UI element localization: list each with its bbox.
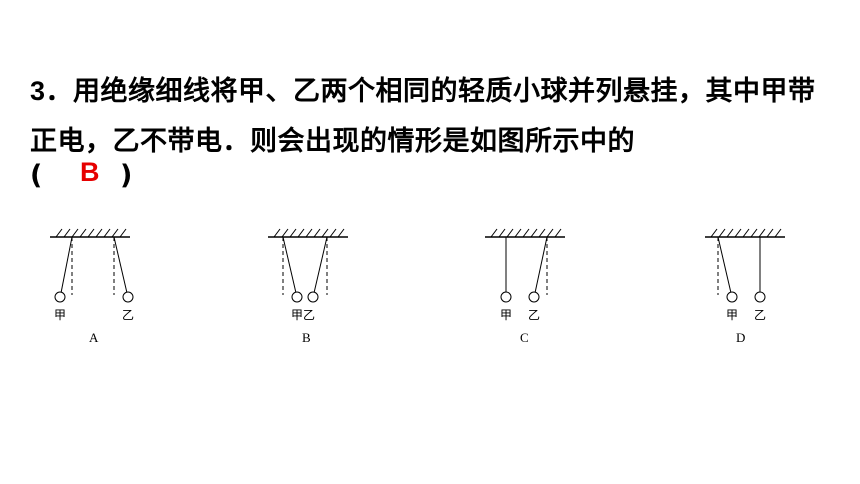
option-b-labels: 甲乙 [291,308,315,322]
option-d-diagram: 甲 乙 D [705,228,785,345]
option-a-jia-label: 甲 [54,308,66,322]
option-a-yi-label: 乙 [122,308,134,322]
question-number: 3 [30,76,46,106]
question-separator: ． [45,76,74,107]
option-c-letter: C [520,330,529,345]
option-b-diagram: 甲乙 B [268,228,348,345]
option-d-yi-label: 乙 [754,308,766,322]
option-a-diagram: 甲 乙 A [50,228,134,345]
answer-close-paren: ) [120,160,133,191]
answer-open-paren: ( [30,160,43,191]
answer-choice: B [80,157,100,187]
option-a-letter: A [89,330,99,345]
option-d-letter: D [736,330,745,345]
pendulum-figures: 甲 乙 A 甲乙 B [50,228,785,345]
option-d-jia-label: 甲 [726,308,738,322]
option-c-yi-label: 乙 [528,308,540,322]
option-c-diagram: 甲 乙 C [485,228,565,345]
option-b-letter: B [302,330,311,345]
option-c-jia-label: 甲 [500,308,512,322]
question-text: 3．用绝缘细线将甲、乙两个相同的轻质小球并列悬挂，其中甲带正电，乙不带电．则会出… [30,66,830,167]
question-body: 用绝缘细线将甲、乙两个相同的轻质小球并列悬挂，其中甲带正电，乙不带电．则会出现的… [30,76,816,157]
